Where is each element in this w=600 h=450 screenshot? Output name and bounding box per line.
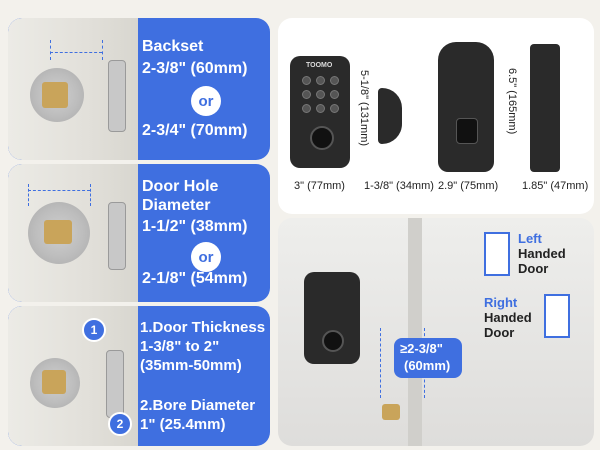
latch-bolt: [44, 220, 72, 244]
backset-badge: ≥2-3/8" (60mm): [394, 338, 462, 378]
back-height-label: 6.5" (165mm): [506, 68, 518, 135]
interior-unit-side: [530, 44, 560, 172]
diameter-line: [28, 190, 90, 191]
or-badge: or: [191, 86, 221, 116]
door-hole-panel: Door Hole Diameter 1-1/2" (38mm) or 2-1/…: [8, 164, 270, 302]
bore-diameter-value: 1" (25.4mm): [140, 416, 226, 433]
latch-plate: [108, 202, 126, 270]
latch-bolt: [42, 82, 68, 108]
backset-title: Backset: [142, 38, 204, 55]
door-hole-option-b: 2-1/8" (54mm): [142, 270, 248, 287]
dimensions-panel: TOOMO 5-1/8" (131mm) 3" (77mm) 1-3/8" (3…: [278, 18, 594, 214]
keyhole-icon: [310, 126, 334, 150]
left-handed-label: Left Handed Door: [518, 231, 566, 276]
backset-dimension-line: [50, 52, 102, 53]
keyhole-icon: [322, 330, 344, 352]
install-panel: ≥2-3/8" (60mm) Left Handed Door Right Ha…: [278, 218, 594, 446]
door-hole-title-1: Door Hole: [142, 178, 219, 195]
badge-1: 1: [82, 318, 106, 342]
backset-option-a: 2-3/8" (60mm): [142, 60, 248, 77]
badge-2: 2: [108, 412, 132, 436]
or-badge: or: [191, 242, 221, 272]
back-width-label: 2.9" (75mm): [438, 180, 499, 192]
front-width-label: 3" (77mm): [294, 180, 345, 192]
backset-badge-line1: ≥2-3/8": [400, 341, 443, 356]
interior-unit-back: [438, 42, 494, 172]
backset-measure-line: [380, 328, 381, 398]
front-height-label: 5-1/8" (131mm): [358, 70, 370, 147]
thumbturn-icon: [456, 118, 478, 144]
door-hole-title-2: Diameter: [142, 197, 211, 214]
thickness-photo: 1 2: [8, 306, 138, 446]
door-frame: [408, 218, 422, 446]
latch-plate: [106, 350, 124, 418]
door-thickness-title: 1.Door Thickness: [140, 319, 266, 336]
door-hole-photo: [8, 164, 138, 302]
installed-keypad: [304, 272, 360, 364]
brand-logo: TOOMO: [306, 62, 333, 69]
latch-bolt: [42, 370, 66, 394]
bore-diameter-title: 2.Bore Diameter: [140, 397, 256, 414]
backset-badge-line2: (60mm): [404, 358, 451, 373]
latch-plate: [108, 60, 126, 132]
backset-photo: [8, 18, 138, 160]
thickness-panel: 1 2 1.Door Thickness 1-3/8" to 2" (35mm-…: [8, 306, 270, 446]
door-thickness-range: 1-3/8" to 2": [140, 338, 220, 355]
right-door-icon: [544, 294, 570, 338]
backset-option-b: 2-3/4" (70mm): [142, 122, 248, 139]
left-door-icon: [484, 232, 510, 276]
door-thickness-metric: (35mm-50mm): [140, 357, 242, 374]
backset-panel: Backset 2-3/8" (60mm) or 2-3/4" (70mm): [8, 18, 270, 160]
latch-bolt: [382, 404, 400, 420]
back-depth-label: 1.85" (47mm): [522, 180, 589, 192]
keypad-front: TOOMO: [290, 56, 350, 168]
side-depth-label: 1-3/8" (34mm): [364, 180, 434, 192]
door-hole-option-a: 1-1/2" (38mm): [142, 218, 248, 235]
right-handed-label: Right Handed Door: [484, 295, 532, 340]
keypad-side: [378, 88, 402, 144]
